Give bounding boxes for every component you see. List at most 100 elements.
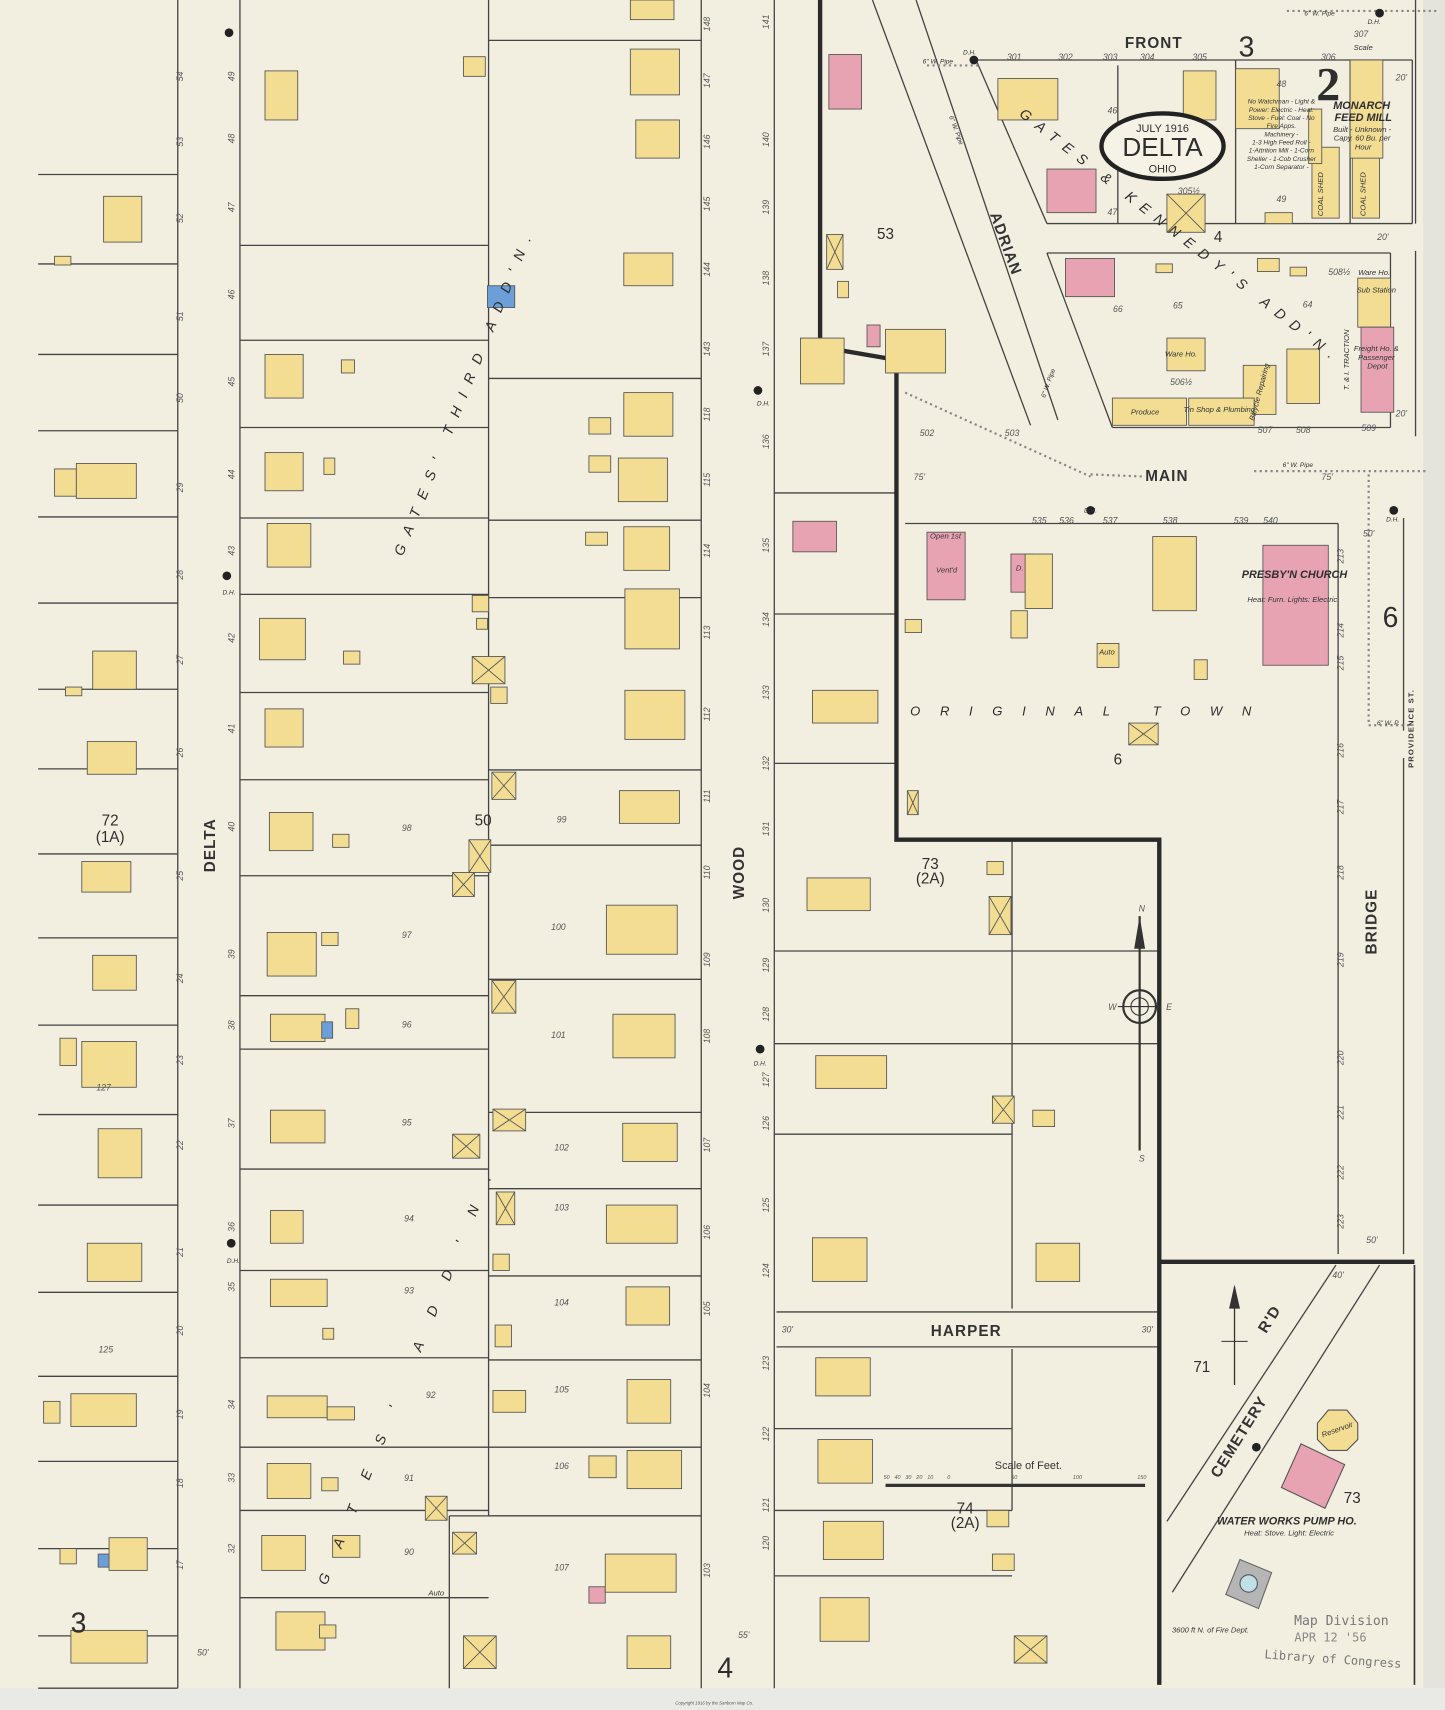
lot-number: 39 [226, 949, 236, 959]
lot-number: 29 [175, 482, 185, 493]
lot-number: 20' [1395, 409, 1408, 419]
block-number: 53 [877, 226, 894, 243]
lot-number: 100 [551, 922, 566, 932]
frame-dwelling [1264, 212, 1293, 225]
frame-dwelling [319, 1624, 337, 1639]
lot-number: 148 [702, 17, 712, 32]
library-stamp: Map Division [1294, 1614, 1388, 1629]
frame-dwelling [264, 353, 304, 399]
utility-label: D.H. [963, 50, 976, 57]
scale-title: Scale of Feet. [995, 1460, 1062, 1472]
adjoining-sheet-number: 3 [71, 1608, 87, 1640]
building-label: Tin Shop & Plumbing [1183, 405, 1255, 414]
block-number: 74 [957, 1501, 974, 1518]
frame-dwelling [70, 1393, 137, 1427]
building-label: Sub Station [1357, 285, 1396, 294]
lot-number: 137 [761, 341, 771, 357]
mill-note: Sheller - 1-Cob Crusher [1247, 156, 1317, 163]
lot-number: 146 [702, 134, 712, 149]
shed-cross-line [491, 980, 517, 1014]
frame-dwelling [259, 617, 306, 661]
sheet-index-number: 2 [1316, 58, 1340, 111]
map-city-title: DELTA [1122, 132, 1203, 162]
lot-number: 98 [402, 823, 412, 833]
lot-number: 509 [1361, 423, 1376, 433]
frame-dwelling [1286, 348, 1321, 404]
mill-note: 1-3 High Feed Roll - [1252, 139, 1311, 146]
reservoir [1316, 1409, 1359, 1451]
lot-number: 112 [702, 707, 712, 721]
frame-dwelling [585, 531, 608, 546]
lot-number: 127 [761, 1071, 771, 1087]
adjoining-sheet-number: 4 [717, 1652, 733, 1684]
mill-note: No Watchman - Light & [1248, 99, 1315, 106]
adjoining-sheet-number: 6 [1383, 602, 1399, 634]
building-label: WATER WORKS PUMP HO. [1217, 1516, 1357, 1528]
street-line [871, 0, 1032, 426]
brick-building [1065, 258, 1115, 298]
frame-dwelling [622, 1122, 678, 1162]
lot-number: 46 [226, 289, 236, 299]
lot-number: 303 [1103, 52, 1118, 62]
lot-number: 48 [226, 134, 236, 144]
lot-number: 30' [782, 1325, 794, 1335]
frame-dwelling [604, 1553, 677, 1593]
lot-number: 45 [226, 377, 236, 387]
frame-dwelling [264, 452, 304, 492]
mill-note: 1-Corn Separator - [1254, 164, 1309, 171]
lot-number: 20' [1376, 232, 1389, 242]
lot-number: 217 [1336, 799, 1346, 816]
lot-number: 50' [1363, 529, 1375, 539]
brick-building [588, 1586, 606, 1604]
lot-number: 125 [99, 1344, 114, 1354]
lot-number: 139 [761, 200, 771, 215]
building-label: COAL SHED [1358, 172, 1367, 216]
hydrant-icon [1086, 506, 1095, 515]
lot-number: 147 [702, 72, 712, 88]
lot-number: 50 [175, 393, 185, 403]
adjoining-sheet-number: 3 [1239, 32, 1255, 64]
utility-label: 6" W. Pipe [923, 58, 954, 65]
lot-number: 97 [402, 930, 413, 940]
lot-number: 48 [1277, 79, 1287, 89]
north-arrow-icon [1134, 916, 1146, 949]
lot-number: 130 [761, 898, 771, 913]
lot-number: 222 [1336, 1165, 1346, 1181]
frame-dwelling [97, 1128, 143, 1179]
lot-number: 30' [1142, 1325, 1154, 1335]
frame-dwelling [885, 328, 946, 374]
frame-dwelling [806, 877, 871, 912]
frame-dwelling [1308, 108, 1323, 165]
frame-dwelling [92, 954, 137, 991]
lot-number: 46 [1108, 105, 1118, 115]
lot-number: 114 [702, 544, 712, 558]
lot-number: 136 [761, 434, 771, 449]
lot-number: 537 [1103, 515, 1119, 525]
frame-dwelling [490, 686, 508, 704]
street-line [915, 0, 1059, 421]
block-number: 73 [922, 856, 939, 873]
shed-cross-line [491, 771, 517, 800]
lot-number: 47 [1108, 207, 1119, 217]
frame-dwelling [321, 1477, 339, 1492]
map-date: JULY 1916 [1136, 123, 1189, 135]
mill-note: Fire Apps. [1267, 123, 1297, 130]
distance-note: 3600 ft N. of Fire Dept. [1172, 1626, 1249, 1635]
lot-number: 54 [175, 71, 185, 81]
street-label: WOOD [731, 846, 748, 900]
lot-number: 20' [1395, 73, 1408, 83]
paper-edge-bottom [0, 1688, 1445, 1710]
brick-building [828, 54, 862, 110]
title-cartouche [1099, 111, 1226, 182]
shed-cross-line [492, 1108, 526, 1132]
compass-s: S [1139, 1153, 1145, 1163]
mill-note: 1-Attrition Mill - 1-Corn [1249, 148, 1315, 155]
scale-tick-label: 30 [905, 1475, 911, 1481]
lot-number: 301 [1007, 52, 1022, 62]
frame-dwelling [471, 595, 490, 613]
lot-number: 103 [702, 1563, 712, 1578]
lot-number: 49 [1277, 194, 1287, 204]
frame-dwelling [623, 252, 674, 287]
frame-dwelling [340, 359, 355, 374]
frame-dwelling [1010, 610, 1028, 639]
